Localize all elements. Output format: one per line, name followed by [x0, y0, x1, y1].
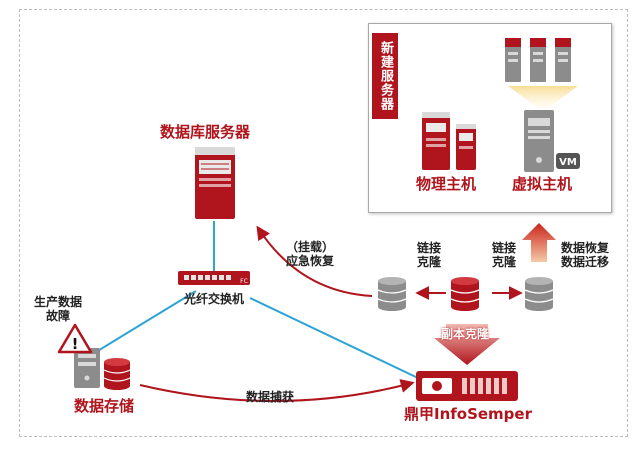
virtual-host-label: 虚拟主机 — [512, 175, 573, 193]
virtual-server-icon — [524, 110, 554, 172]
emergency-recover-label: （挂载） 应急恢复 — [286, 240, 335, 268]
data-storage-label: 数据存储 — [74, 397, 135, 415]
new-server-panel — [368, 23, 612, 213]
production-fault-label: 生产数据 故障 — [34, 295, 83, 323]
link-switch-storage — [95, 290, 197, 353]
data-capture-label: 数据捕获 — [246, 390, 295, 404]
rack-appliance-icon — [416, 371, 518, 401]
flow-arrows — [139, 225, 523, 402]
database-cylinder-icon — [524, 277, 554, 311]
database-cylinder-icon — [377, 277, 407, 311]
recover-migrate-label: 数据恢复 数据迁移 — [561, 241, 610, 269]
arrow-emergency-recover — [256, 225, 373, 297]
mini-server-icon — [505, 38, 521, 82]
fiber-switch-icon — [178, 271, 250, 285]
switch-badge: FC — [240, 278, 248, 285]
replica-clone-arrow — [434, 324, 500, 365]
db-server-label: 数据库服务器 — [160, 123, 251, 141]
diagram-frame — [19, 9, 628, 437]
fiber-switch-label: 光纤交换机 — [184, 292, 245, 306]
virtualization-beam — [508, 86, 578, 108]
database-cylinder-icon — [103, 358, 131, 390]
vm-badge: VM — [556, 153, 580, 169]
brand-block: 鼎甲InfoSemper — [383, 404, 553, 423]
arrow-data-capture — [139, 379, 415, 402]
replica-clone-label: 副本克隆 — [441, 327, 490, 341]
brand-label: 鼎甲InfoSemper — [403, 405, 532, 423]
database-cylinder-icon — [450, 277, 480, 311]
physical-server-icon — [456, 124, 476, 170]
fiber-links — [95, 221, 419, 379]
new-server-tag: 新建服务器 — [372, 33, 398, 119]
tower-server-icon — [195, 147, 235, 219]
warning-triangle-icon: ! — [57, 323, 93, 354]
storage-server-icon — [74, 348, 100, 388]
physical-host-label: 物理主机 — [416, 175, 477, 193]
mini-server-icon — [555, 38, 571, 82]
link-clone-right-label: 链接 克隆 — [492, 241, 517, 269]
svg-text:!: ! — [72, 335, 79, 353]
physical-server-icon — [422, 112, 450, 170]
link-switch-appliance — [249, 297, 419, 379]
restore-up-arrow — [522, 223, 556, 262]
mini-server-icon — [530, 38, 546, 82]
link-clone-left-label: 链接 克隆 — [417, 241, 442, 269]
svg-text:VM: VM — [559, 157, 577, 168]
